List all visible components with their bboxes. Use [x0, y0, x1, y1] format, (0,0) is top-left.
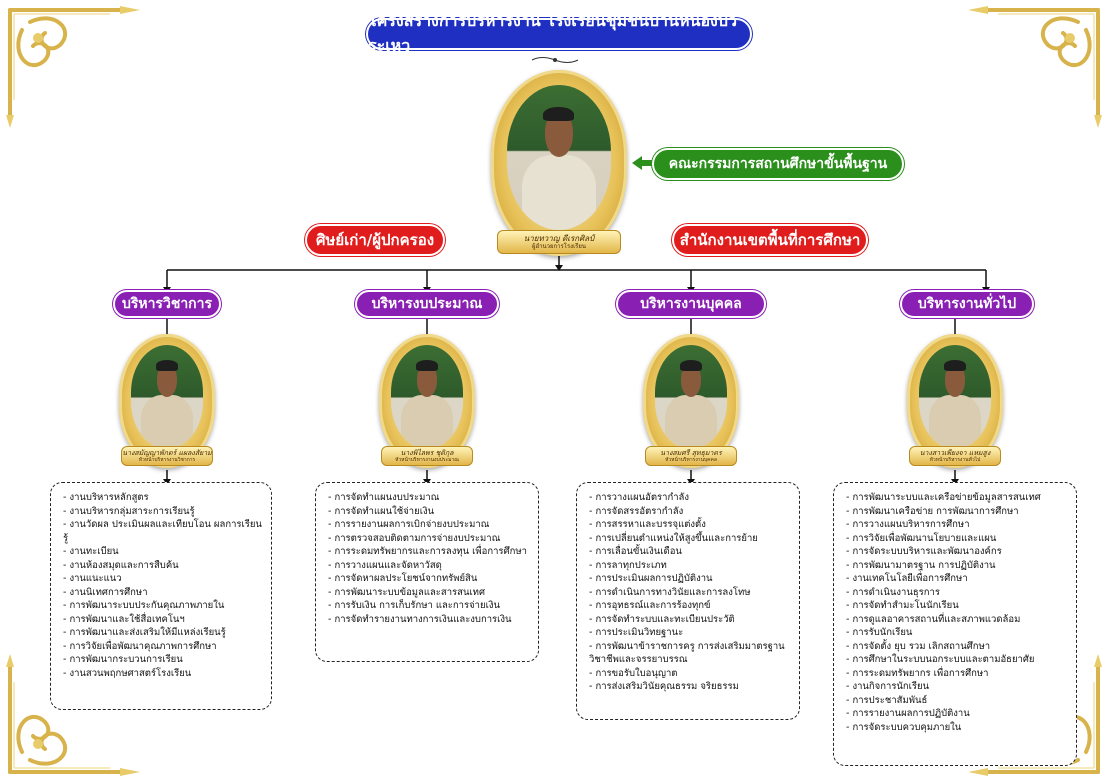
task-list: การจัดทำแผนงบประมาณการจัดทำแผนใช้จ่ายเงิ…	[328, 491, 530, 626]
task-item: การจัดทำสำมะโนนักเรียน	[846, 599, 1068, 613]
task-item: การรายงานผลการเบิกจ่ายงบประมาณ	[328, 518, 530, 532]
task-item: งานเทคโนโลยีเพื่อการศึกษา	[846, 572, 1068, 586]
dept-head-name: นางสาวเพียงจา แหมสูง	[919, 448, 991, 457]
task-item: การจัดตั้ง ยุบ รวม เลิกสถานศึกษา	[846, 640, 1068, 654]
dept-head-portrait-academic: นางสมัญญาพักตร์ แผลงสัยาม หัวหน้าบริหารง…	[119, 334, 215, 468]
task-item: การลาทุกประเภท	[589, 559, 791, 573]
task-item: งานสวนพฤกษศาสตร์โรงเรียน	[63, 667, 263, 681]
corner-ornament-top-right	[958, 0, 1108, 130]
dept-label-general: บริหารงานทั่วไป	[900, 290, 1034, 318]
dept-head-name: นางสมศรี สุทธุมาตร	[660, 448, 722, 457]
task-list-general: การพัฒนาระบบและเครือข่ายข้อมูลสารสนเทศกา…	[833, 482, 1077, 766]
task-item: การจัดทำรายงานทางการเงินและงบการเงิน	[328, 613, 530, 627]
task-item: การดำเนินการทางวินัยและการลงโทษ	[589, 586, 791, 600]
task-item: การพัฒนากระบวนการเรียน	[63, 653, 263, 667]
task-item: การรายงานผลการปฏิบัติงาน	[846, 707, 1068, 721]
task-item: งานบริหารกลุ่มสาระการเรียนรู้	[63, 505, 263, 519]
task-item: การส่งเสริมวินัยคุณธรรม จริยธรรม	[589, 680, 791, 694]
arrow-left-icon	[632, 156, 653, 170]
task-item: งานห้องสมุดและการสืบค้น	[63, 559, 263, 573]
task-item: การเลื่อนขั้นเงินเดือน	[589, 545, 791, 559]
dept-head-portrait-general: นางสาวเพียงจา แหมสูง หัวหน้าบริหารงานทั่…	[907, 334, 1003, 468]
dept-head-name: นางพิไลพร ชุติกุล	[400, 448, 454, 457]
task-item: การจัดระบบบริหารและพัฒนาองค์กร	[846, 545, 1068, 559]
dept-head-role: หัวหน้าบริหารงานบุคคล	[665, 456, 717, 463]
task-item: การประเมินผลการปฏิบัติงาน	[589, 572, 791, 586]
task-item: การระดมทรัพยากรและการลงทุน เพื่อการศึกษา	[328, 545, 530, 559]
director-name: นายทวาญ ดีเรกศิลป์	[523, 233, 595, 243]
corner-ornament-top-left	[0, 0, 150, 130]
task-item: การระดมทรัพยากร เพื่อการศึกษา	[846, 667, 1068, 681]
task-item: การขอรับใบอนุญาต	[589, 667, 791, 681]
task-item: การวางแผนอัตรากำลัง	[589, 491, 791, 505]
task-item: การวิจัยเพื่อพัฒนาคุณภาพการศึกษา	[63, 640, 263, 654]
task-item: การพัฒนามาตรฐาน การปฏิบัติงาน	[846, 559, 1068, 573]
task-item: การเปลี่ยนตำแหน่งให้สูงขึ้นและการย้าย	[589, 532, 791, 546]
task-item: งานบริหารหลักสูตร	[63, 491, 263, 505]
task-item: การศึกษาในระบบนอกระบบและตามอัธยาศัย	[846, 653, 1068, 667]
task-item: การจัดหาผลประโยชน์จากทรัพย์สิน	[328, 572, 530, 586]
dept-head-portrait-budget: นางพิไลพร ชุติกุล หัวหน้าบริหารงานงบประม…	[379, 334, 475, 468]
dept-head-role: หัวหน้าบริหารงานงบประมาณ	[395, 456, 459, 463]
dept-head-role: หัวหน้าบริหารงานวิชาการ	[138, 456, 196, 463]
task-item: การประชาสัมพันธ์	[846, 694, 1068, 708]
board-label: คณะกรรมการสถานศึกษาขั้นพื้นฐาน	[652, 148, 904, 180]
task-list: งานบริหารหลักสูตรงานบริหารกลุ่มสาระการเร…	[63, 491, 263, 680]
task-item: การวางแผนบริหารการศึกษา	[846, 518, 1068, 532]
director-name-plate: นายทวาญ ดีเรกศิลป์ ผู้อำนวยการโรงเรียน	[497, 230, 621, 254]
task-item: การวิจัยเพื่อพัฒนานโยบายและแผน	[846, 532, 1068, 546]
task-item: การตรวจสอบติดตามการจ่ายงบประมาณ	[328, 532, 530, 546]
task-item: การพัฒนาข้าราชการครู การส่งเสริมมาตรฐานว…	[589, 640, 791, 667]
director-role: ผู้อำนวยการโรงเรียน	[532, 242, 586, 250]
task-item: งานกิจการนักเรียน	[846, 680, 1068, 694]
director-photo	[507, 84, 611, 230]
task-list-personnel: การวางแผนอัตรากำลังการจัดสรรอัตรากำลังกา…	[576, 482, 800, 720]
dept-label-academic: บริหารวิชาการ	[113, 290, 221, 318]
task-list-academic: งานบริหารหลักสูตรงานบริหารกลุ่มสาระการเร…	[50, 482, 272, 710]
task-item: การจัดทำแผนงบประมาณ	[328, 491, 530, 505]
task-item: การรับนักเรียน	[846, 626, 1068, 640]
page-title: โครงสร้างการบริหารงาน โรงเรียนชุมชนบ้านห…	[366, 11, 752, 55]
task-item: งานวัดผล ประเมินผลและเทียบโอน ผลการเรียน…	[63, 518, 263, 545]
dept-head-name: นางสมัญญาพักตร์ แผลงสัยาม	[122, 448, 212, 457]
task-item: การจัดสรรอัตรากำลัง	[589, 505, 791, 519]
task-item: การดูแลอาคารสถานที่และสภาพแวดล้อม	[846, 613, 1068, 627]
task-item: การพัฒนาเครือข่าย การพัฒนาการศึกษา	[846, 505, 1068, 519]
task-item: การดำเนินงานธุรการ	[846, 586, 1068, 600]
task-item: การอุทธรณ์และการร้องทุกข์	[589, 599, 791, 613]
task-item: การพัฒนาระบบและเครือข่ายข้อมูลสารสนเทศ	[846, 491, 1068, 505]
alumni-parents-label: ศิษย์เก่า/ผู้ปกครอง	[305, 224, 445, 256]
dept-label-personnel: บริหารงานบุคคล	[616, 290, 766, 318]
task-item: การสรรหาและบรรจุแต่งตั้ง	[589, 518, 791, 532]
task-item: การจัดระบบควบคุมภายใน	[846, 721, 1068, 735]
task-item: การจัดทำระบบและทะเบียนประวัติ	[589, 613, 791, 627]
task-item: การพัฒนาและส่งเสริมให้มีแหล่งเรียนรู้	[63, 626, 263, 640]
title-divider-ornament	[531, 57, 579, 63]
director-portrait: นายทวาญ ดีเรกศิลป์ ผู้อำนวยการโรงเรียน	[491, 70, 627, 256]
dept-head-role: หัวหน้าบริหารงานทั่วไป	[929, 456, 981, 463]
task-item: การประเมินวิทยฐานะ	[589, 626, 791, 640]
task-item: การพัฒนาระบบประกันคุณภาพภายใน	[63, 599, 263, 613]
task-list-budget: การจัดทำแผนงบประมาณการจัดทำแผนใช้จ่ายเงิ…	[315, 482, 539, 662]
education-area-office-label: สำนักงานเขตพื้นที่การศึกษา	[672, 224, 868, 256]
task-item: งานนิเทศการศึกษา	[63, 586, 263, 600]
dept-head-portrait-personnel: นางสมศรี สุทธุมาตร หัวหน้าบริหารงานบุคคล	[643, 334, 739, 468]
task-item: การพัฒนาระบบข้อมูลและสารสนเทศ	[328, 586, 530, 600]
task-list: การวางแผนอัตรากำลังการจัดสรรอัตรากำลังกา…	[589, 491, 791, 694]
corner-ornament-bottom-left	[0, 652, 150, 782]
task-item: การรับเงิน การเก็บรักษา และการจ่ายเงิน	[328, 599, 530, 613]
dept-label-budget: บริหารงบประมาณ	[355, 290, 499, 318]
task-item: การพัฒนาและใช้สื่อเทคโนฯ	[63, 613, 263, 627]
task-item: การจัดทำแผนใช้จ่ายเงิน	[328, 505, 530, 519]
task-list: การพัฒนาระบบและเครือข่ายข้อมูลสารสนเทศกา…	[846, 491, 1068, 734]
task-item: งานแนะแนว	[63, 572, 263, 586]
task-item: การวางแผนและจัดหาวัสดุ	[328, 559, 530, 573]
task-item: งานทะเบียน	[63, 545, 263, 559]
